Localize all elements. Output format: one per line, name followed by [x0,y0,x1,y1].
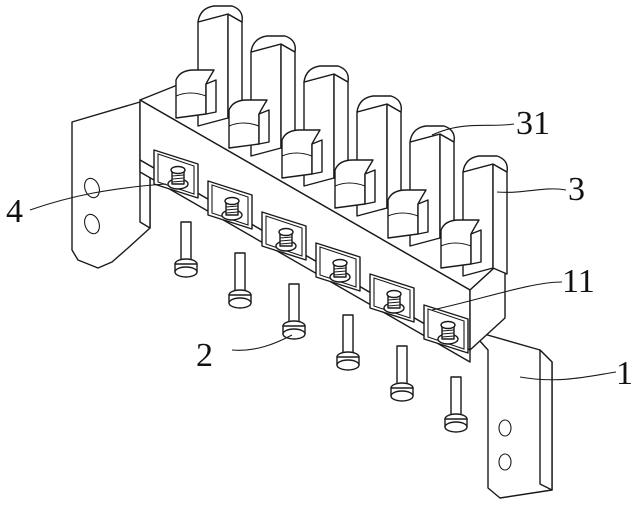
cap-side [417,199,429,235]
leader-lines [29,123,617,381]
post-3 [281,65,349,187]
lower-screw-shaft [288,283,300,323]
post-2 [228,35,296,157]
cap-side [311,139,323,175]
leader-11 [431,281,563,311]
leader-2 [231,334,293,351]
screw-thread [333,270,347,273]
lower-screw-1 [174,221,198,278]
cap-side [470,229,482,265]
cap-groove [440,242,472,247]
post-top [409,125,455,143]
lower-screw-bottom [174,266,198,278]
post-top [197,5,243,23]
post-1 [175,5,243,127]
screw-thread [441,335,455,338]
cap-groove [228,122,260,127]
post-4 [334,95,402,217]
cap-side [364,169,376,205]
leader-1 [519,371,617,381]
lower-screw-2 [228,252,252,309]
leader-4 [29,183,167,211]
post-side [492,163,508,275]
window-group [153,149,469,354]
window-3 [261,211,307,261]
screw-thread [333,273,347,276]
leader-3 [496,188,567,193]
right-end-bracket [469,329,553,499]
screw-top [386,289,402,299]
lower-screw-bottom [444,421,468,433]
cap-groove [334,182,366,187]
lower-screw-5 [390,345,414,402]
screw-thread [387,298,401,301]
window-inner [265,215,303,257]
window-2 [207,180,253,230]
screw-thread [225,208,239,211]
window-4 [315,242,361,292]
cap-groove [175,92,207,97]
label-4: 4 [6,193,23,230]
screw-top [440,320,456,330]
window-6 [423,304,469,354]
window-inner [319,246,357,288]
cap-side [205,79,217,115]
screw-thread [333,267,347,270]
lower-screw-group [174,221,468,433]
post-top [250,35,296,53]
window-1 [153,149,199,199]
window-inner [157,153,195,195]
screw-thread [171,174,185,177]
lower-screw-bottom [390,390,414,402]
screw-thread [171,177,185,180]
leader-31 [431,123,515,136]
cap-side [258,109,270,145]
label-11: 11 [562,263,595,300]
screw-thread [279,236,293,239]
lower-screw-4 [336,314,360,371]
post-top [462,155,508,173]
screw-top [224,196,240,206]
left-end-bracket [71,101,151,269]
post-top [303,65,349,83]
lower-screw-shaft [234,252,246,292]
lower-screw-shaft [180,221,192,261]
screw-thread [441,329,455,332]
labels: 31 3 11 1 4 2 [6,105,633,392]
label-1: 1 [616,355,633,392]
screw-top [170,165,186,175]
screw-thread [171,180,185,183]
lower-screw-shaft [342,314,354,354]
lower-screw-shaft [450,376,462,416]
lower-screw-bottom [336,359,360,371]
window-inner [427,308,465,350]
post-group [175,5,508,277]
cap-groove [387,212,419,217]
screw-thread [387,301,401,304]
window-5 [369,273,415,323]
window-inner [211,184,249,226]
lower-screw-shaft [396,345,408,385]
post-6 [440,155,508,277]
screw-thread [441,332,455,335]
screw-thread [279,239,293,242]
label-3: 3 [568,171,585,208]
screw-top [332,258,348,268]
lower-screw-bottom [228,297,252,309]
screw-top [278,227,294,237]
label-2: 2 [196,337,213,374]
screw-thread [225,205,239,208]
screw-thread [279,242,293,245]
post-5 [387,125,455,247]
screw-thread [225,211,239,214]
label-31: 31 [516,105,550,142]
lower-screw-3 [282,283,306,340]
lower-screw-6 [444,376,468,433]
screw-thread [387,304,401,307]
post-top [356,95,402,113]
cap-groove [281,152,313,157]
window-inner [373,277,411,319]
